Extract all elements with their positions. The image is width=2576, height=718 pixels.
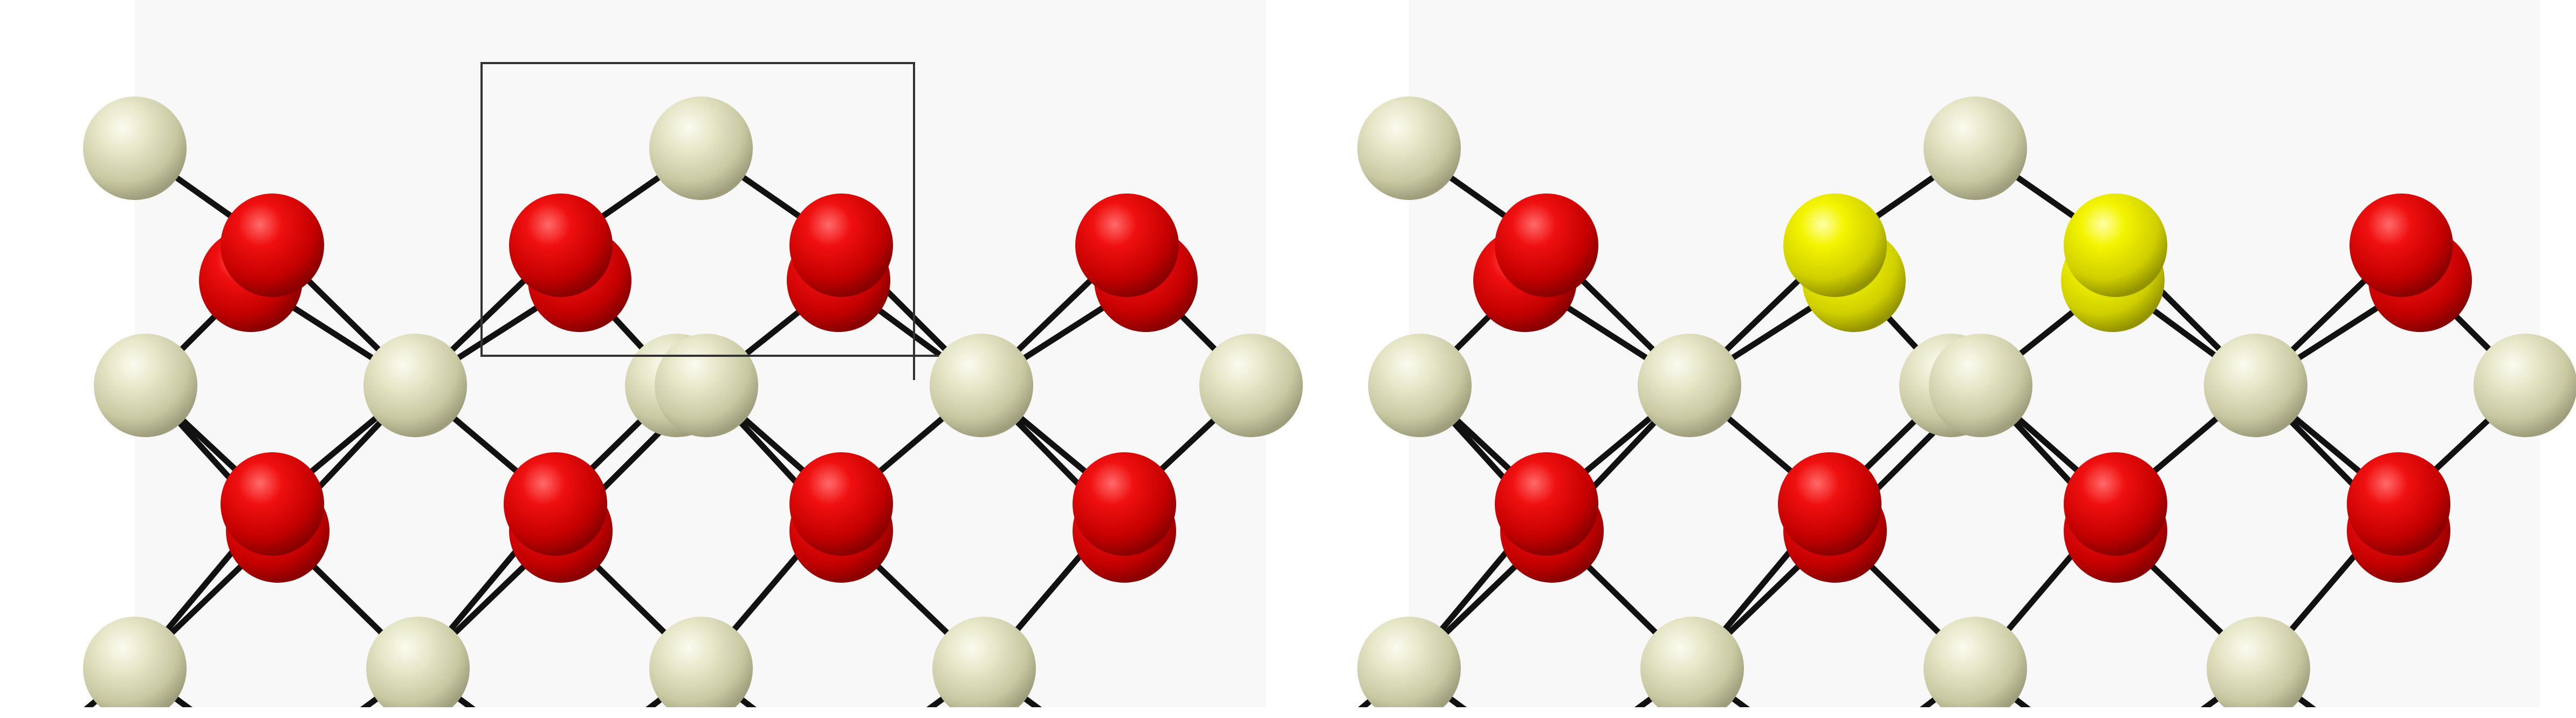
cation-atom xyxy=(83,617,187,707)
cation-atom xyxy=(2474,334,2576,437)
oxygen-atom xyxy=(2347,452,2450,556)
cation-atom xyxy=(1929,334,2032,437)
cation-atom xyxy=(1368,334,1472,437)
oxygen-atom xyxy=(2064,452,2167,556)
cation-atom xyxy=(1199,334,1303,437)
oxygen-atom xyxy=(221,194,324,297)
cation-atom xyxy=(2207,617,2310,707)
cation-atom xyxy=(366,617,470,707)
oxygen-atom xyxy=(1495,194,1598,297)
cation-atom xyxy=(932,617,1036,707)
atom-layer xyxy=(83,96,1303,707)
oxygen-atom xyxy=(789,452,893,556)
cation-atom xyxy=(363,334,467,437)
oxygen-atom xyxy=(1073,452,1176,556)
cation-atom xyxy=(930,334,1033,437)
panel-left-pristine xyxy=(83,96,1303,707)
cation-atom xyxy=(83,96,187,200)
cation-atom xyxy=(1638,334,1741,437)
sulfur-atom xyxy=(1783,194,1887,297)
cation-atom xyxy=(94,334,197,437)
cation-atom xyxy=(1357,617,1461,707)
oxygen-atom xyxy=(1495,452,1598,556)
oxygen-atom xyxy=(504,452,607,556)
unit-cell-box xyxy=(480,62,938,380)
cation-atom xyxy=(1924,617,2027,707)
panel-right-substituted xyxy=(1357,96,2576,707)
cation-atom xyxy=(2204,334,2307,437)
oxygen-atom xyxy=(221,452,324,556)
cation-atom xyxy=(649,96,753,200)
atom-layer xyxy=(1357,96,2576,707)
sulfur-atom xyxy=(2064,194,2167,297)
cation-atom xyxy=(1357,96,1461,200)
oxygen-atom xyxy=(509,194,613,297)
cation-atom xyxy=(1640,617,1744,707)
oxygen-atom xyxy=(1075,194,1179,297)
oxygen-atom xyxy=(1778,452,1881,556)
cation-atom xyxy=(649,617,753,707)
cation-atom xyxy=(1924,96,2027,200)
oxygen-atom xyxy=(2350,194,2453,297)
oxygen-atom xyxy=(789,194,893,297)
cation-atom xyxy=(655,334,758,437)
